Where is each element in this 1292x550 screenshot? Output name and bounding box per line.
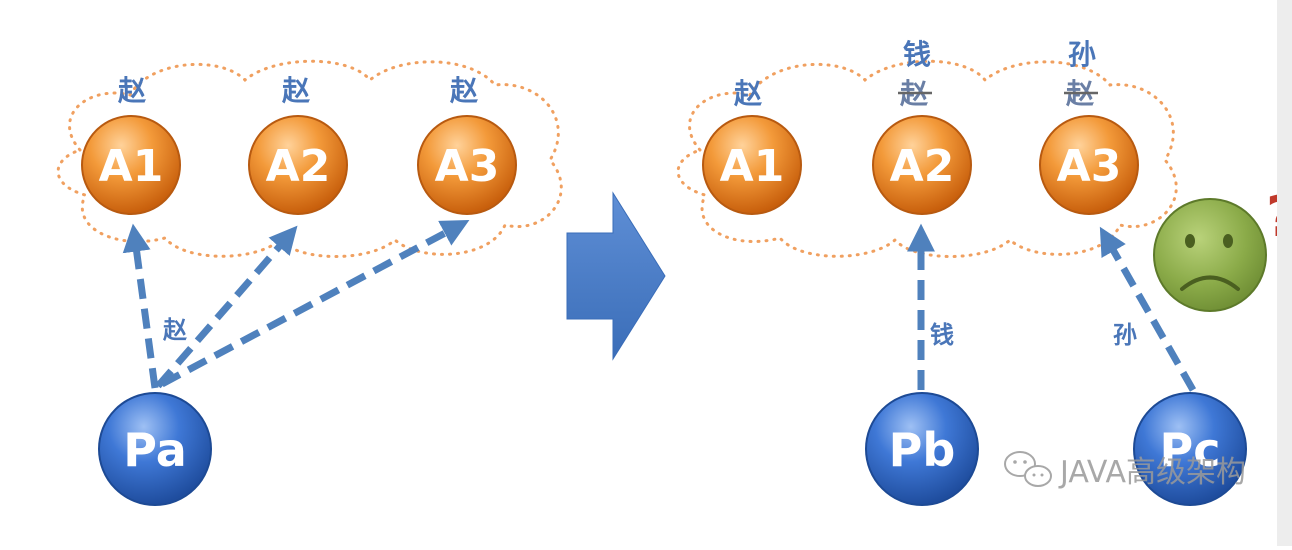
left-node-a3: A3 bbox=[417, 115, 517, 215]
right-a2-new-value: 钱 bbox=[903, 38, 931, 71]
edge-pa-a2 bbox=[155, 225, 298, 389]
left-edge-label: 赵 bbox=[162, 316, 188, 344]
left-a3-value-label: 赵 bbox=[449, 74, 478, 107]
right-node-a2: A2 bbox=[872, 115, 972, 215]
client-pa: Pa bbox=[98, 392, 212, 506]
client-pb-label: Pb bbox=[889, 423, 956, 477]
edge-pa-a3 bbox=[160, 220, 470, 388]
left-panel: 赵 赵 赵 赵 A1 A2 A3 Pa bbox=[56, 59, 563, 506]
pc-edge-label: 孙 bbox=[1113, 321, 1137, 349]
left-a1-value-label: 赵 bbox=[117, 74, 146, 107]
right-node-a2-label: A2 bbox=[890, 141, 955, 192]
left-node-a1-label: A1 bbox=[99, 141, 164, 192]
client-pb: Pb bbox=[865, 392, 979, 506]
left-node-a3-label: A3 bbox=[435, 141, 500, 192]
client-pc-label: Pc bbox=[1160, 423, 1221, 477]
right-a3-new-value: 孙 bbox=[1068, 38, 1096, 71]
left-node-a2-label: A2 bbox=[266, 141, 331, 192]
edge-pa-a1 bbox=[122, 223, 159, 389]
wechat-icon bbox=[1004, 451, 1052, 487]
left-edges bbox=[122, 220, 470, 389]
client-pc: Pc bbox=[1133, 392, 1247, 506]
right-cluster-cloud bbox=[676, 59, 1178, 258]
left-node-a2: A2 bbox=[248, 115, 348, 215]
watermark: JAVA高级架构 bbox=[1004, 451, 1246, 490]
left-a2-value-label: 赵 bbox=[281, 74, 310, 107]
left-cluster-cloud bbox=[56, 59, 563, 258]
client-pa-label: Pa bbox=[123, 423, 187, 477]
right-edge-shade bbox=[1277, 0, 1292, 546]
transition-arrow bbox=[566, 191, 666, 361]
right-node-a3: A3 bbox=[1039, 115, 1139, 215]
pb-edge-label: 钱 bbox=[930, 321, 954, 349]
right-a1-value-label: 赵 bbox=[733, 77, 762, 110]
left-node-a1: A1 bbox=[81, 115, 181, 215]
sad-face-icon bbox=[1153, 198, 1267, 312]
watermark-text: JAVA高级架构 bbox=[1058, 455, 1246, 490]
right-panel: 钱 孙 赵 钱 赵 孙 赵 A1 A2 A3 Pb Pc bbox=[676, 38, 1292, 506]
right-node-a3-label: A3 bbox=[1057, 141, 1122, 192]
right-node-a1-label: A1 bbox=[720, 141, 785, 192]
right-node-a1: A1 bbox=[702, 115, 802, 215]
